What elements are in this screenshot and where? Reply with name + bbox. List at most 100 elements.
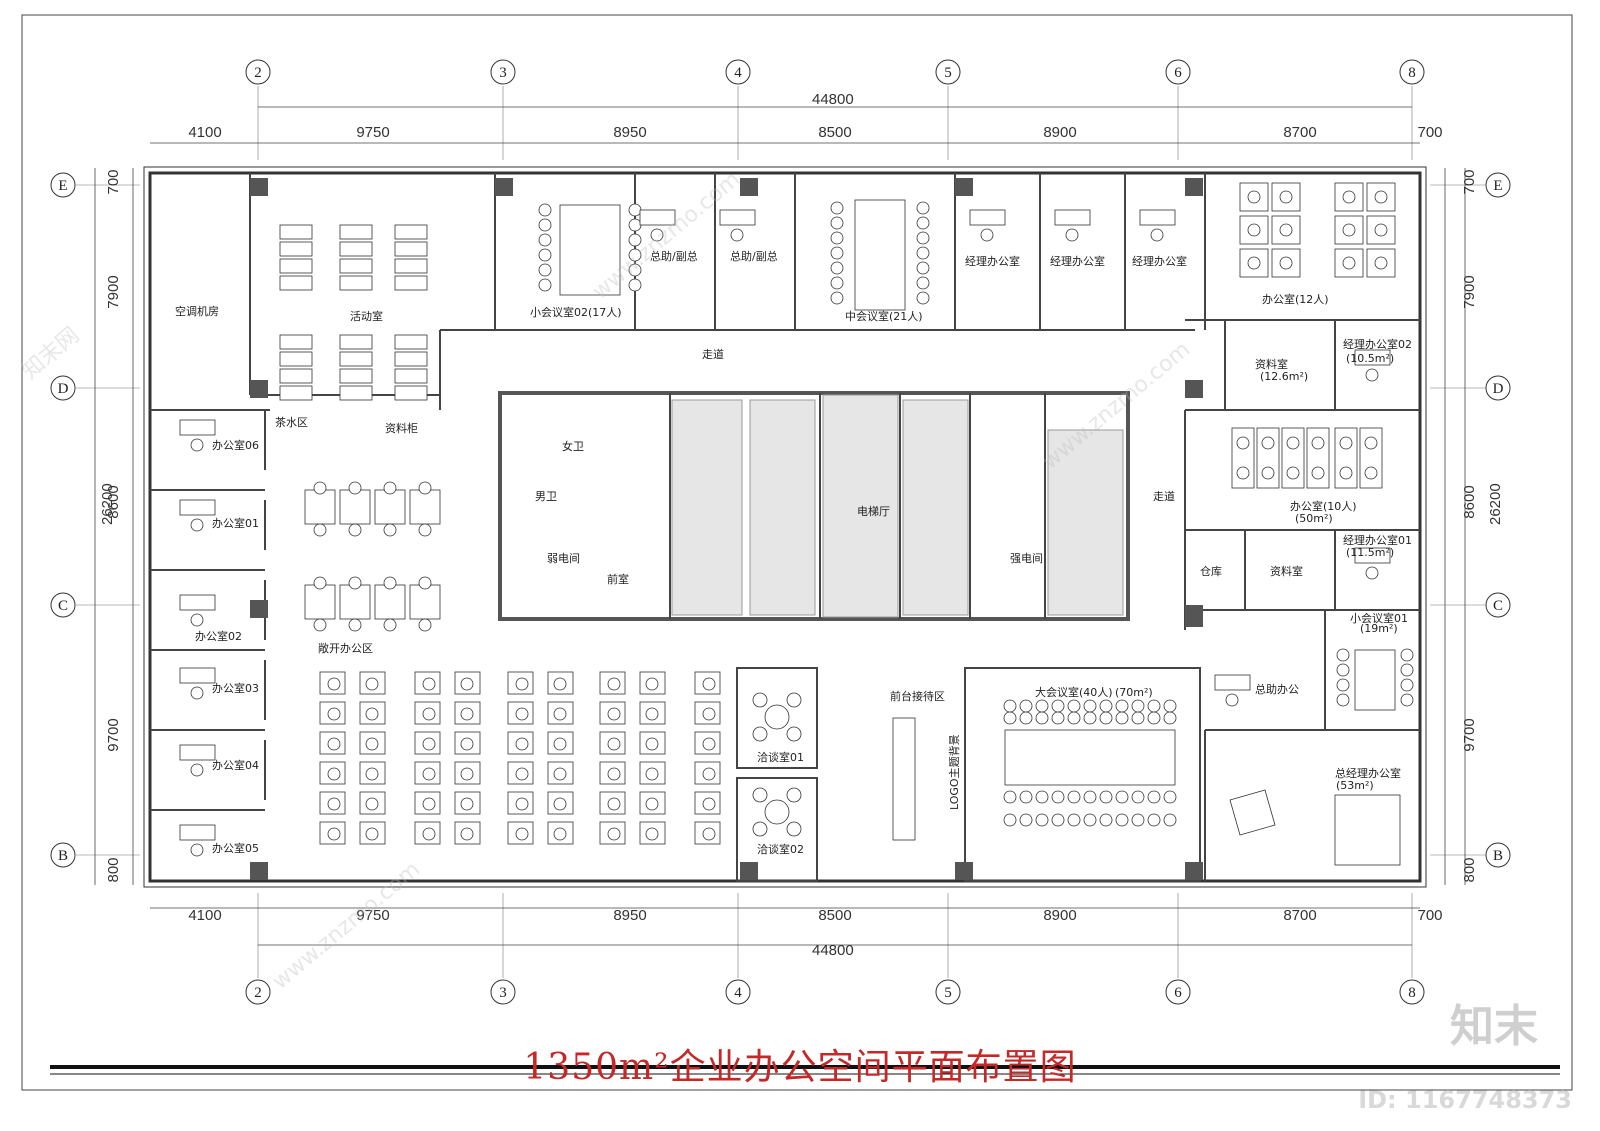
column-axis-label: 8 xyxy=(1408,985,1416,1001)
dim-bottom-span: 8900 xyxy=(1043,907,1076,924)
dim-right-span: 800 xyxy=(1461,857,1478,882)
label-asst-gm2: 总助/副总 xyxy=(730,249,778,263)
column-axis-bubble xyxy=(490,59,516,85)
chair xyxy=(515,707,529,721)
column-axis-bubble xyxy=(1399,979,1425,1005)
chair xyxy=(1067,813,1081,827)
row-axis-bubble xyxy=(50,375,76,401)
chair xyxy=(460,797,474,811)
column-axis-label: 5 xyxy=(944,65,952,81)
chair xyxy=(418,523,432,537)
desk xyxy=(304,489,336,525)
label-nego02: 洽谈室02 xyxy=(757,842,804,856)
column-axis-bubble xyxy=(245,59,271,85)
chair xyxy=(313,576,327,590)
desk xyxy=(394,224,428,240)
dim-left-span: 9700 xyxy=(105,718,122,751)
label-gm-office-area: (53m²) xyxy=(1336,779,1374,792)
desk xyxy=(339,584,371,620)
chair xyxy=(422,797,436,811)
chair xyxy=(607,767,621,781)
chair xyxy=(702,677,716,691)
label-office05: 办公室05 xyxy=(212,841,259,855)
dim-right-total: 26200 xyxy=(1487,483,1504,525)
desk xyxy=(1366,182,1396,212)
label-small-meeting02: 小会议室02(17人) xyxy=(530,305,622,319)
chair xyxy=(515,767,529,781)
dimension-lines xyxy=(94,106,1466,946)
chair xyxy=(327,797,341,811)
chair xyxy=(1099,790,1113,804)
chair xyxy=(1279,190,1293,204)
watermark-id: ID: 1167748373 xyxy=(1358,1086,1572,1114)
desk xyxy=(409,489,441,525)
desk xyxy=(339,351,373,367)
chair xyxy=(607,737,621,751)
desk xyxy=(339,224,373,240)
desk xyxy=(394,334,428,350)
chair xyxy=(1083,699,1097,713)
chair xyxy=(313,618,327,632)
column-axis-label: 3 xyxy=(499,985,507,1001)
chair xyxy=(327,767,341,781)
chair xyxy=(313,523,327,537)
chair xyxy=(702,767,716,781)
watermark-cn-1: 知末网 xyxy=(18,323,85,385)
chair xyxy=(365,827,379,841)
label-female-wc: 女卫 xyxy=(562,439,584,453)
chair xyxy=(1035,813,1049,827)
chair xyxy=(538,248,552,262)
desk xyxy=(1354,547,1391,564)
chair xyxy=(418,576,432,590)
label-strong-elec: 强电间 xyxy=(1010,552,1043,565)
desk xyxy=(374,584,406,620)
gm-desk xyxy=(1229,789,1276,836)
label-mgr2: 经理办公室 xyxy=(1050,254,1105,268)
chair xyxy=(327,737,341,751)
chair xyxy=(1099,813,1113,827)
dim-bottom-span: 9750 xyxy=(356,907,389,924)
chair xyxy=(460,767,474,781)
chair xyxy=(764,799,790,825)
chair xyxy=(365,737,379,751)
column-axis-label: 2 xyxy=(254,65,262,81)
row-axis-label: D xyxy=(1493,381,1504,397)
chair xyxy=(1019,699,1033,713)
chair xyxy=(1247,190,1261,204)
desk xyxy=(179,824,216,841)
chair xyxy=(327,677,341,691)
dim-bottom-span: 4100 xyxy=(188,907,221,924)
column-axis-bubble xyxy=(725,979,751,1005)
chair xyxy=(1311,436,1325,450)
chair xyxy=(1342,256,1356,270)
column-axis-label: 4 xyxy=(734,65,742,81)
dim-right-span: 8600 xyxy=(1461,485,1478,518)
column-axis-bubble xyxy=(1165,59,1191,85)
desk xyxy=(394,258,428,274)
row-axis-bubble xyxy=(50,172,76,198)
chair xyxy=(1236,466,1250,480)
drawing-title: 1350m²企业办公空间平面布置图 xyxy=(523,1047,1077,1088)
chair xyxy=(1067,699,1081,713)
desk xyxy=(339,275,373,291)
dim-right-span: 700 xyxy=(1461,169,1478,194)
desk xyxy=(279,368,313,384)
chair xyxy=(1115,699,1129,713)
chair xyxy=(1099,711,1113,725)
chair xyxy=(190,763,204,777)
desk xyxy=(279,275,313,291)
label-mgr1: 经理办公室 xyxy=(965,254,1020,268)
chair xyxy=(1099,699,1113,713)
meeting-table xyxy=(854,199,906,311)
desk xyxy=(179,744,216,761)
desk xyxy=(639,209,676,226)
chair xyxy=(515,797,529,811)
chair xyxy=(752,692,768,708)
chair xyxy=(1279,223,1293,237)
chair xyxy=(1400,648,1414,662)
desk xyxy=(394,241,428,257)
chair xyxy=(1163,711,1177,725)
chair xyxy=(553,707,567,721)
